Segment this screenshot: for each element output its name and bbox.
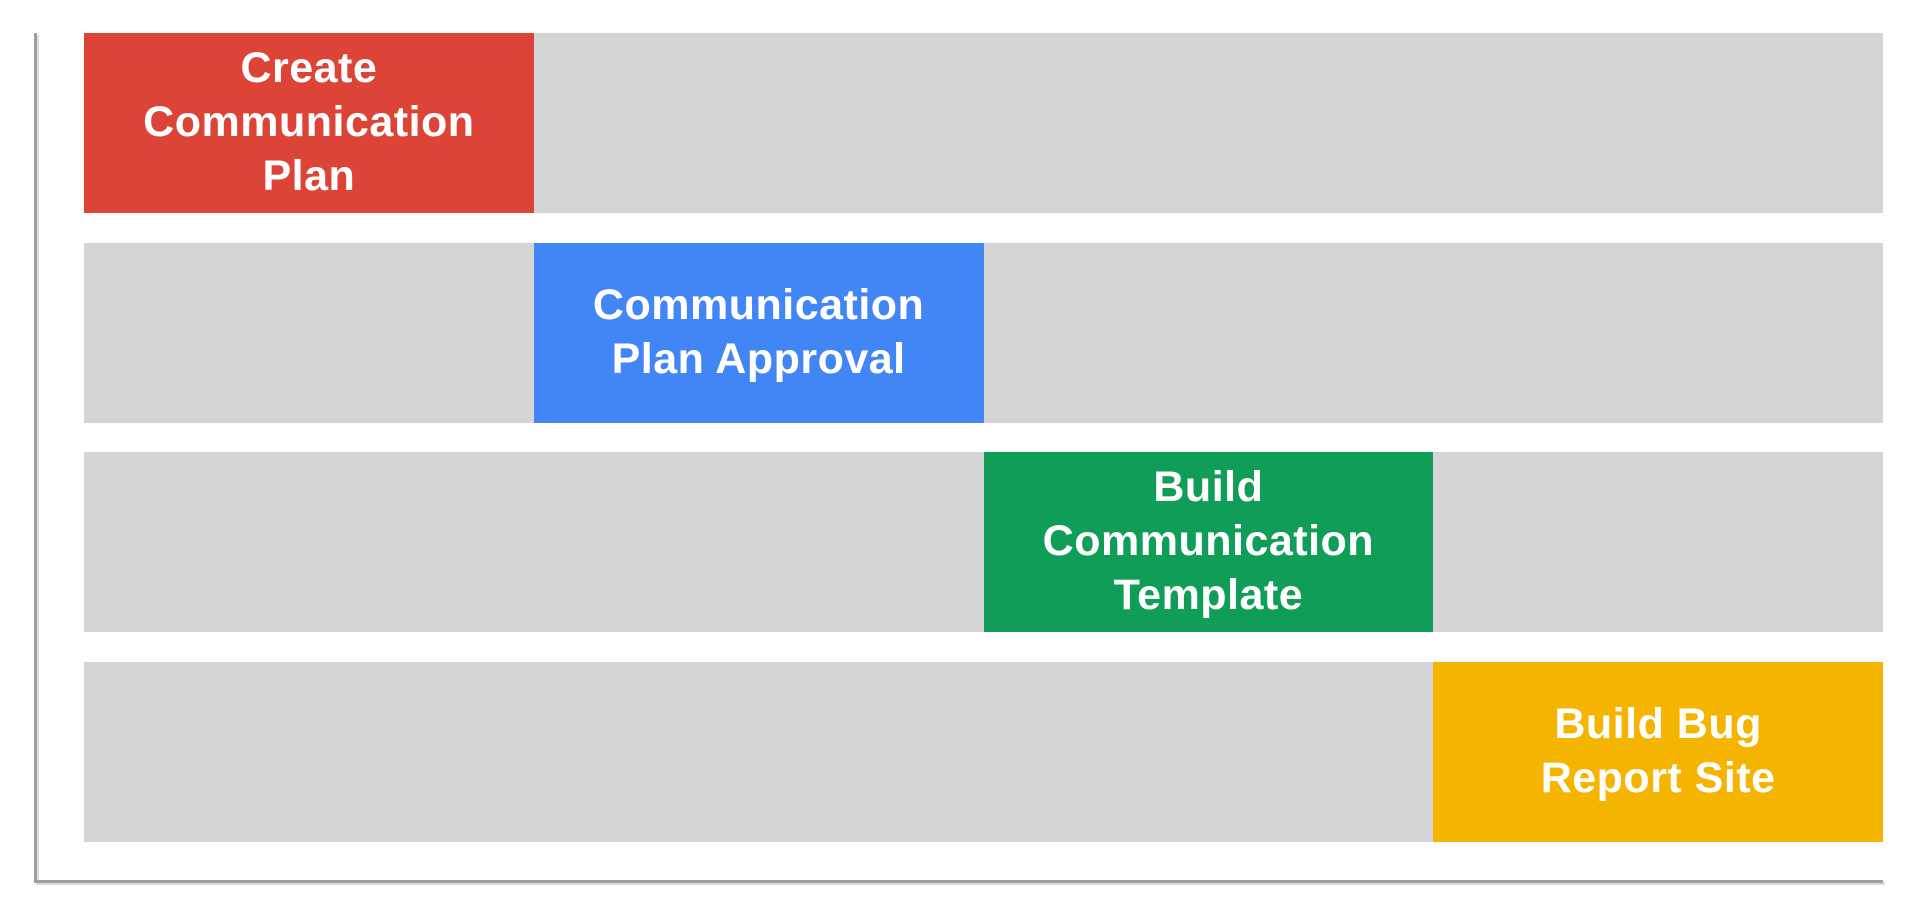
bar-label-line: Plan: [262, 151, 356, 200]
bar-label-line: Communication: [1042, 517, 1375, 566]
bar-label-line: Create: [240, 44, 378, 93]
bar-label-line: Template: [1113, 570, 1304, 619]
bar-label-line: Build Bug: [1554, 700, 1762, 749]
bar-label-line: Plan Approval: [611, 335, 906, 383]
y-axis-line: [34, 33, 37, 883]
bar-label-line: Communication: [143, 98, 475, 147]
bar-label-line: Build: [1153, 463, 1264, 512]
bar-label-line: Communication: [592, 281, 925, 330]
bar-label-line: Report Site: [1540, 754, 1776, 802]
x-axis-line: [34, 880, 1883, 883]
